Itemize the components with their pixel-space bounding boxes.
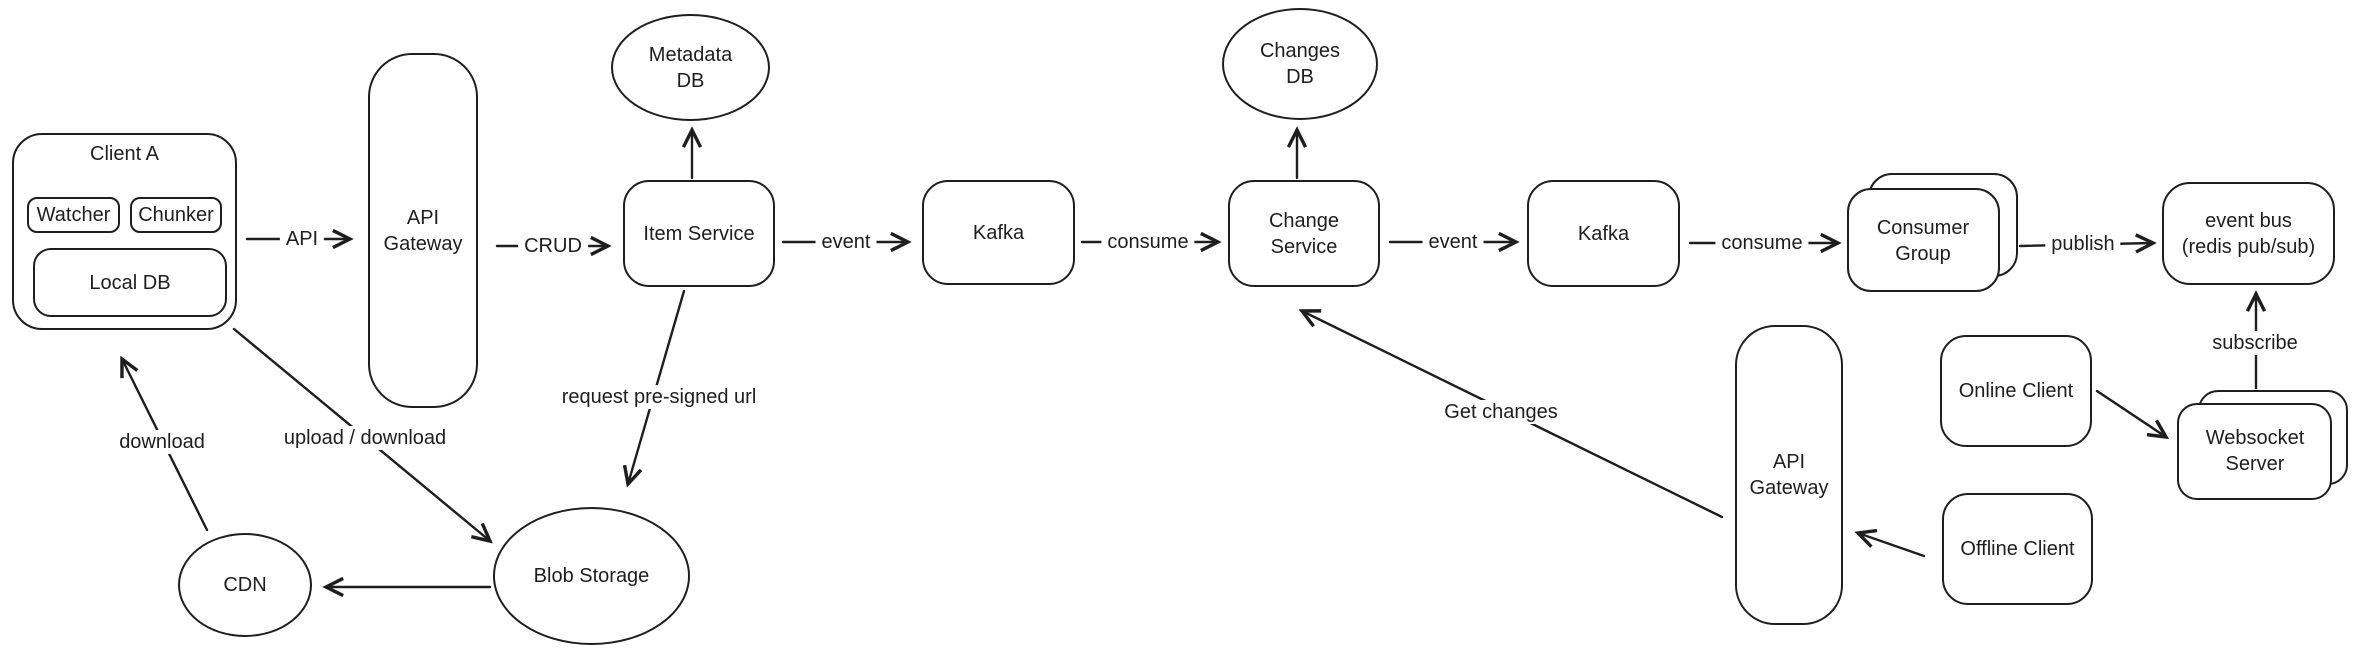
- node-client-a-label: Client A: [90, 143, 159, 165]
- edge-label-api: API: [279, 227, 325, 251]
- node-websocket-server-label: Websocket Server: [2205, 427, 2305, 475]
- edge-label-upload-download: upload / download: [277, 426, 453, 450]
- node-blob-storage[interactable]: Blob Storage: [493, 507, 690, 645]
- node-chunker[interactable]: Chunker: [130, 197, 222, 233]
- node-api-gateway-2-label: API Gateway: [1749, 451, 1829, 499]
- node-kafka-2[interactable]: Kafka: [1527, 180, 1680, 287]
- node-api-gateway-2[interactable]: API Gateway: [1735, 325, 1843, 625]
- node-online-client-label: Online Client: [1958, 380, 2074, 402]
- node-cdn-label: CDN: [223, 574, 267, 596]
- node-api-gateway-1-label: API Gateway: [383, 206, 463, 255]
- edge-label-download: download: [113, 430, 211, 454]
- node-kafka-1-label: Kafka: [972, 221, 1025, 244]
- node-changes-db[interactable]: Changes DB: [1222, 8, 1378, 120]
- node-event-bus[interactable]: event bus (redis pub/sub): [2162, 182, 2335, 285]
- edge-label-event-1: event: [815, 230, 877, 254]
- node-item-service[interactable]: Item Service: [623, 180, 775, 287]
- edge-label-get-changes: Get changes: [1438, 400, 1564, 424]
- node-event-bus-label: event bus (redis pub/sub): [2181, 209, 2316, 258]
- node-change-service[interactable]: Change Service: [1228, 180, 1380, 287]
- edge-offline-to-gateway: [1858, 533, 1926, 558]
- edge-label-subscribe: subscribe: [2206, 331, 2304, 355]
- node-consumer-group-label: Consumer Group: [1876, 217, 1970, 265]
- node-item-service-label: Item Service: [643, 222, 755, 245]
- node-watcher-label: Watcher: [36, 204, 111, 226]
- node-api-gateway-1[interactable]: API Gateway: [368, 53, 478, 408]
- node-offline-client-label: Offline Client: [1960, 538, 2075, 560]
- node-online-client[interactable]: Online Client: [1940, 335, 2092, 447]
- edge-online-to-websocket: [2095, 389, 2166, 437]
- edge-label-crud: CRUD: [518, 234, 588, 258]
- node-local-db-label: Local DB: [89, 271, 171, 294]
- node-watcher[interactable]: Watcher: [27, 197, 120, 233]
- node-change-service-label: Change Service: [1268, 209, 1340, 258]
- node-kafka-1[interactable]: Kafka: [922, 180, 1075, 285]
- node-cdn[interactable]: CDN: [178, 533, 312, 637]
- node-changes-db-label: Changes DB: [1259, 40, 1341, 88]
- edge-label-event-2: event: [1422, 230, 1484, 254]
- node-offline-client[interactable]: Offline Client: [1942, 493, 2093, 605]
- node-metadata-db-label: Metadata DB: [648, 43, 733, 92]
- edge-label-request-presigned-url: request pre-signed url: [555, 385, 763, 409]
- node-metadata-db[interactable]: Metadata DB: [611, 14, 770, 121]
- node-websocket-server[interactable]: [2177, 403, 2332, 500]
- edge-label-consume-1: consume: [1101, 230, 1195, 254]
- node-local-db[interactable]: Local DB: [33, 248, 227, 317]
- node-chunker-label: Chunker: [138, 204, 214, 226]
- node-blob-storage-label: Blob Storage: [533, 565, 650, 587]
- node-kafka-2-label: Kafka: [1577, 222, 1630, 245]
- edge-label-publish: publish: [2045, 232, 2121, 256]
- node-consumer-group[interactable]: [1847, 188, 2000, 292]
- edge-label-consume-2: consume: [1715, 231, 1809, 255]
